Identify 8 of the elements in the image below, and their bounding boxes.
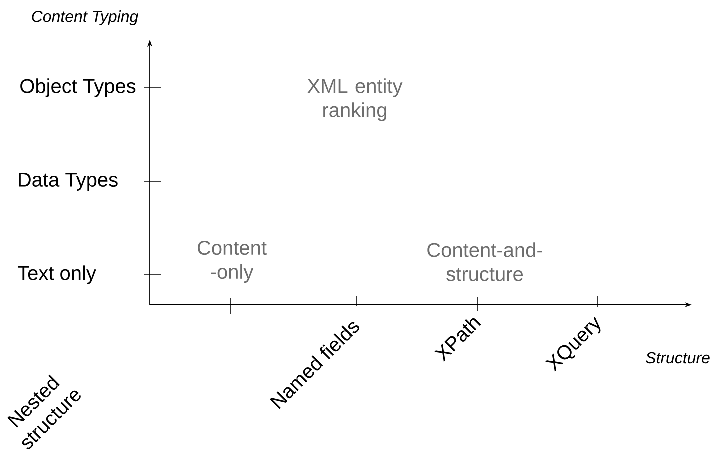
region-label: XML entity ranking (308, 78, 403, 122)
region-label: Content-and-structure (428, 242, 542, 282)
axis-category-label: Object Types (20, 78, 136, 98)
axis-category-label: Text only (18, 266, 96, 284)
axis-title: Content Typing (32, 10, 138, 26)
axis-title: Structure (646, 352, 710, 364)
axis-category-label: Data Types (19, 173, 118, 191)
region-label: Content -only (198, 240, 267, 284)
